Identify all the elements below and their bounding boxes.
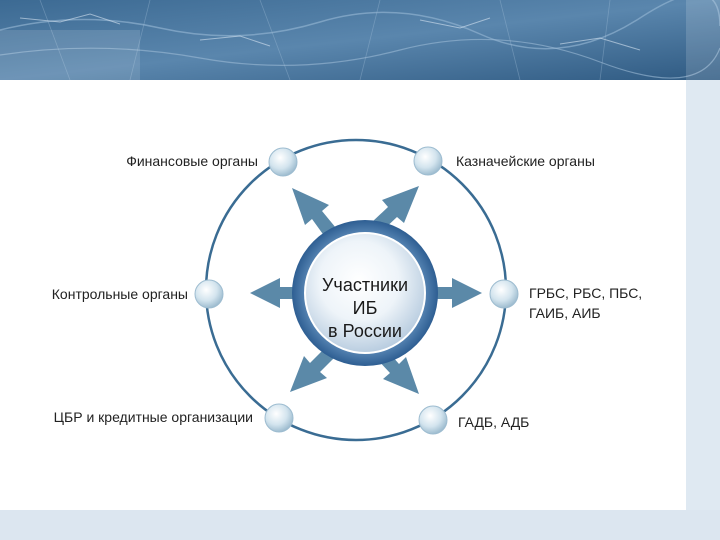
footer-bar — [0, 510, 720, 540]
arrow-to-financial — [292, 188, 336, 237]
node-cbr — [264, 403, 294, 433]
node-financial — [268, 147, 298, 177]
label-financial: Финансовые органы — [126, 153, 258, 169]
center-line-3: в России — [328, 321, 402, 341]
side-panel-decoration — [686, 80, 720, 510]
label-cbr: ЦБР и кредитные организации — [54, 409, 253, 425]
label-treasury: Казначейские органы — [456, 153, 595, 169]
center-line-1: Участники — [322, 275, 408, 295]
map-banner-graphic — [0, 0, 720, 80]
arrow-to-treasury — [372, 186, 419, 232]
label-grbs-line-2: ГАИБ, АИБ — [529, 305, 601, 321]
node-treasury — [413, 146, 443, 176]
label-grbs-line-1: ГРБС, РБС, ПБС, — [529, 285, 642, 301]
arrow-to-control — [250, 278, 302, 308]
label-control: Контрольные органы — [52, 286, 188, 302]
node-control — [194, 279, 224, 309]
center-hub: Участники ИБ в России — [292, 220, 438, 366]
node-grbs — [489, 279, 519, 309]
arrows — [250, 186, 482, 394]
header-banner — [0, 0, 720, 80]
center-line-2: ИБ — [353, 298, 378, 318]
arrow-to-cbr — [290, 349, 334, 392]
label-gadb: ГАДБ, АДБ — [458, 414, 529, 430]
arrow-to-grbs — [432, 278, 482, 308]
node-gadb — [418, 405, 448, 435]
